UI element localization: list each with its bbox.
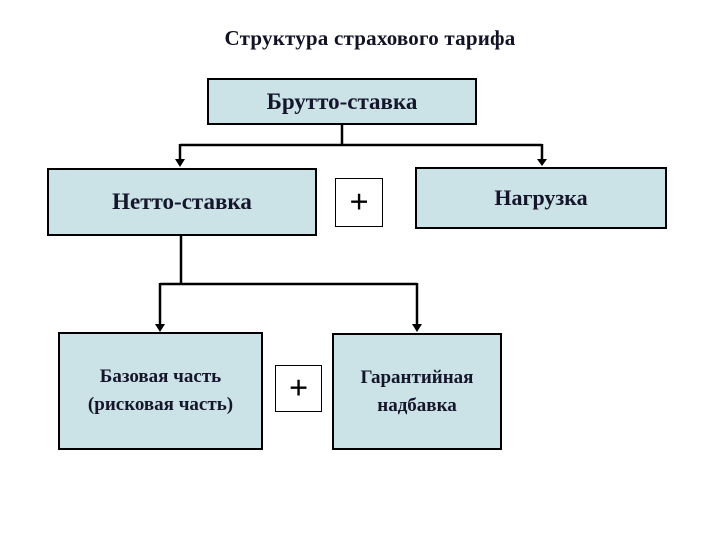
node-label-line2: надбавка bbox=[377, 394, 457, 416]
node-label-line1: Базовая часть bbox=[99, 366, 222, 387]
plus-sign: + bbox=[288, 369, 309, 407]
arrowhead-to-netto bbox=[175, 159, 185, 167]
plus-operator-level3: + bbox=[275, 365, 322, 412]
node-netto-stavka: Нетто-ставка bbox=[47, 168, 317, 236]
diagram-title: Структура страхового тарифа bbox=[224, 26, 516, 50]
arrowhead-to-bazovaya bbox=[155, 324, 165, 332]
node-label-line1: Гарантийная bbox=[360, 366, 474, 388]
connector-brutto-split bbox=[178, 125, 544, 160]
node-brutto-stavka: Брутто-ставка bbox=[207, 78, 477, 125]
plus-sign: + bbox=[349, 183, 369, 221]
plus-operator-level2: + bbox=[335, 178, 383, 227]
arrowhead-to-nagruzka bbox=[537, 159, 547, 166]
node-label-line2: (рисковая часть) bbox=[87, 394, 234, 415]
node-bazovaya-chast: Базовая часть (рисковая часть) bbox=[58, 332, 263, 450]
node-garantiynaya-nadbavka: Гарантийная надбавка bbox=[332, 333, 502, 450]
arrowhead-to-garantiynaya bbox=[412, 324, 422, 332]
node-label: Нагрузка bbox=[494, 185, 588, 210]
node-nagruzka: Нагрузка bbox=[415, 167, 667, 229]
node-label: Брутто-ставка bbox=[266, 88, 418, 114]
connector-netto-split bbox=[158, 236, 419, 325]
node-label: Нетто-ставка bbox=[112, 189, 252, 214]
